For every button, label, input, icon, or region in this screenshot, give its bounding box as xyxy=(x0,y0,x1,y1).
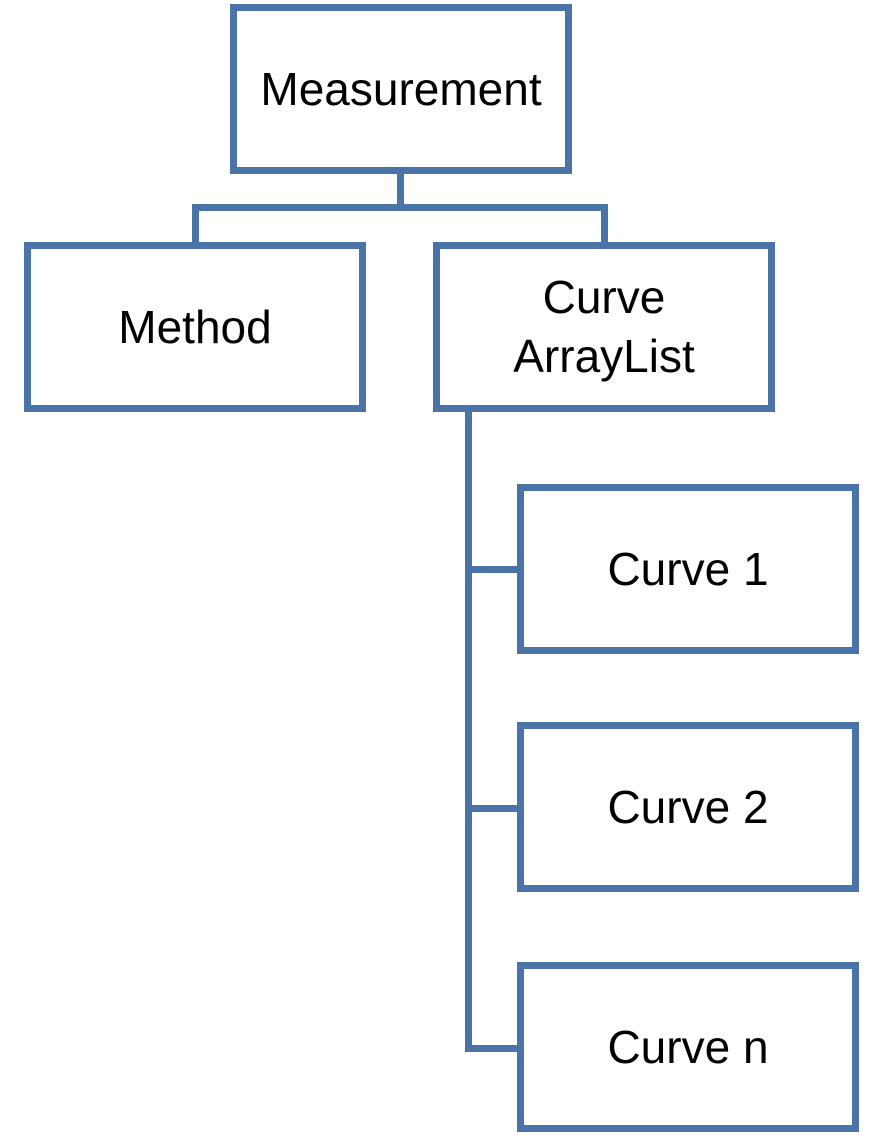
connector-curvelist-spine xyxy=(465,412,472,1052)
curve-arraylist-label: Curve ArrayList xyxy=(513,268,694,386)
curve-arraylist-label-line-1: Curve xyxy=(542,271,666,324)
method-label: Method xyxy=(118,300,272,353)
connector-to-method xyxy=(192,204,199,244)
curve-1-label: Curve 1 xyxy=(607,542,769,595)
measurement-label: Measurement xyxy=(260,62,542,115)
curve-2-node: Curve 2 xyxy=(517,722,859,892)
connector-to-curve1 xyxy=(465,566,519,573)
curve-arraylist-label-line-2: ArrayList xyxy=(513,330,695,382)
connector-to-curven xyxy=(465,1045,519,1052)
curve-1-node: Curve 1 xyxy=(517,484,859,654)
curve-arraylist-node: Curve ArrayList xyxy=(433,242,775,412)
connector-to-curvelist xyxy=(601,204,608,244)
connector-root-bar xyxy=(192,204,608,211)
connector-to-curve2 xyxy=(465,805,519,812)
method-node: Method xyxy=(24,242,366,412)
curve-2-label: Curve 2 xyxy=(607,780,769,833)
curve-n-label: Curve n xyxy=(607,1020,769,1073)
measurement-node: Measurement xyxy=(230,4,572,174)
curve-n-node: Curve n xyxy=(517,962,859,1132)
connector-root-stem xyxy=(397,174,404,211)
